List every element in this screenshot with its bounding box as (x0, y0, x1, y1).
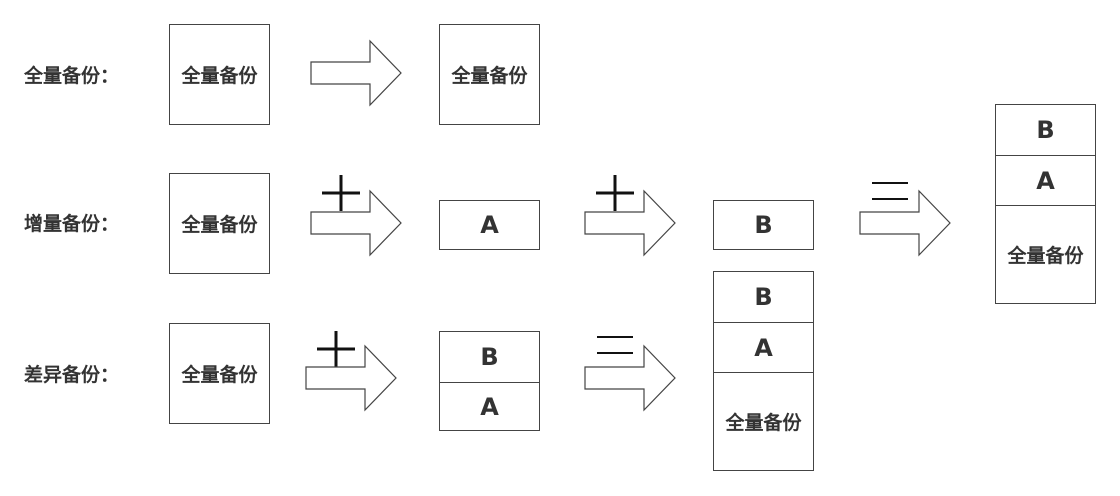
differential-result-stack: B A 全量备份 (713, 271, 814, 471)
stack-cell-b: B (480, 343, 499, 371)
arrow-right-icon (859, 189, 951, 257)
stack-cell-a: A (714, 322, 813, 372)
arrow-right-icon (305, 344, 397, 412)
full-backup-result-box: 全量备份 (439, 24, 540, 125)
stack-cell-b: B (754, 283, 773, 311)
incremental-result-stack: B A 全量备份 (995, 104, 1096, 304)
equals-icon (872, 182, 908, 200)
row-label-differential-backup: 差异备份： (24, 364, 120, 386)
incremental-b-box: B (713, 200, 814, 250)
plus-icon (322, 175, 360, 211)
stack-cell-b: B (1036, 116, 1055, 144)
arrow-right-icon (310, 39, 402, 107)
row-label-full-backup: 全量备份： (24, 65, 120, 87)
stack-cell-a: A (440, 382, 539, 430)
incremental-full-backup-box: 全量备份 (169, 173, 270, 274)
stack-cell-full-backup: 全量备份 (714, 372, 813, 470)
arrow-right-icon (584, 344, 676, 412)
stack-cell-a: A (996, 155, 1095, 205)
incremental-a-box: A (439, 200, 540, 250)
full-backup-source-box: 全量备份 (169, 24, 270, 125)
plus-icon (317, 331, 355, 367)
arrow-right-icon (310, 189, 402, 257)
equals-icon (597, 336, 633, 354)
arrow-right-icon (584, 189, 676, 257)
differential-full-backup-box: 全量备份 (169, 323, 270, 424)
differential-ba-stack: B A (439, 331, 540, 431)
stack-cell-full-backup: 全量备份 (996, 205, 1095, 303)
row-label-incremental-backup: 增量备份： (24, 213, 120, 235)
plus-icon (596, 175, 634, 211)
